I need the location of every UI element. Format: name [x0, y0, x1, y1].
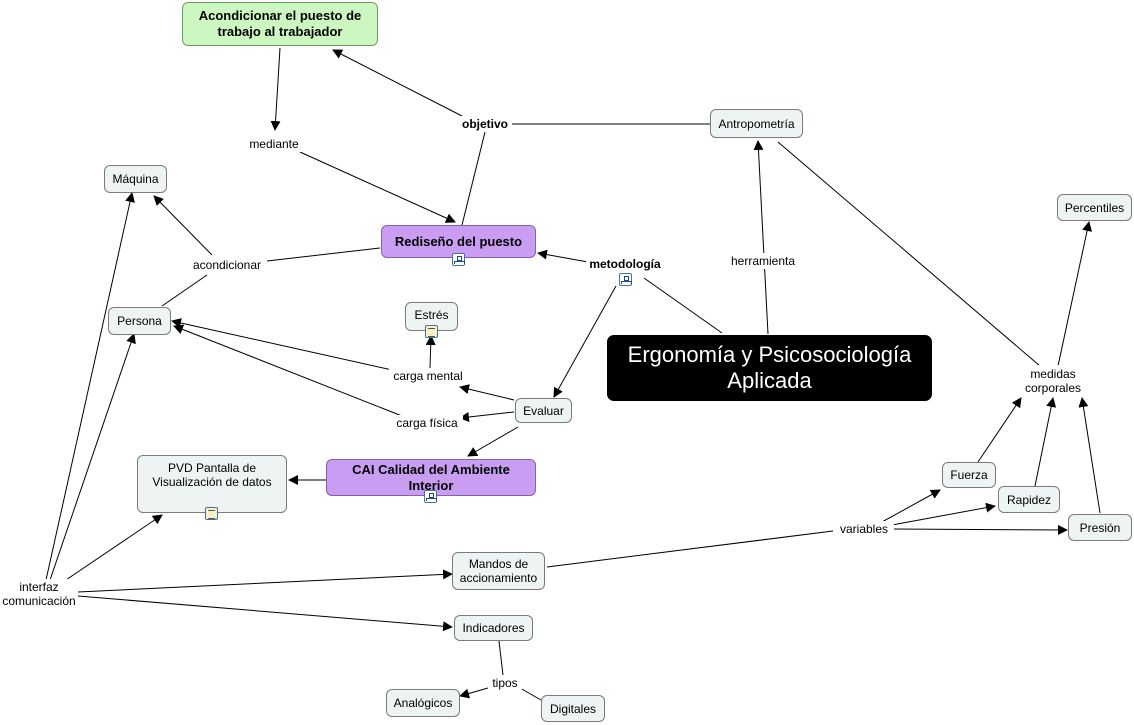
edge	[519, 687, 542, 701]
link-metodologia: metodología	[586, 256, 664, 272]
link-carga-mental: carga mental	[389, 368, 467, 384]
edge	[1057, 221, 1092, 367]
node-percentiles[interactable]: Percentiles	[1057, 194, 1132, 221]
edge	[425, 335, 436, 369]
node-label: Fuerza	[950, 468, 988, 482]
edge	[546, 530, 834, 568]
link-label: herramienta	[730, 254, 796, 268]
link-label: metodología	[589, 257, 661, 271]
link-label: mediante	[249, 137, 299, 151]
node-label: Percentiles	[1064, 200, 1125, 215]
edge	[461, 131, 486, 226]
link-objetivo: objetivo	[458, 116, 512, 132]
node-cai[interactable]: CAI Calidad del Ambiente Interior	[326, 459, 536, 496]
concept-map-icon[interactable]	[424, 490, 437, 503]
edge	[171, 318, 393, 371]
node-analogicos[interactable]: Analógicos	[386, 689, 460, 717]
link-label: acondicionar	[192, 258, 262, 272]
node-fuerza[interactable]: Fuerza	[942, 462, 996, 488]
node-label: Ergonomía y Psicosociología Aplicada	[627, 342, 912, 393]
edge	[977, 397, 1022, 463]
edge	[173, 324, 403, 417]
node-label: Estrés	[414, 308, 449, 322]
edge	[270, 47, 281, 131]
link-label: objetivo	[461, 117, 508, 131]
edge	[891, 524, 1068, 535]
concept-map-icon[interactable]	[619, 273, 632, 286]
node-label: Rediseño del puesto	[394, 233, 523, 249]
edge	[881, 489, 941, 523]
link-interfaz-comunicacion: interfaz comunicación	[0, 579, 78, 609]
link-acondicionar: acondicionar	[188, 257, 266, 273]
node-label: Mandos de accionamiento	[459, 557, 538, 585]
edge	[753, 140, 769, 335]
node-label: Analógicos	[393, 696, 453, 710]
edge	[537, 249, 589, 263]
edge	[299, 151, 456, 223]
link-variables: variables	[834, 521, 894, 537]
edge	[45, 192, 135, 581]
node-evaluar[interactable]: Evaluar	[515, 398, 572, 423]
edge	[59, 514, 163, 585]
concept-map-icon[interactable]	[452, 253, 465, 266]
node-label: Indicadores	[462, 621, 525, 635]
edge	[643, 277, 723, 334]
edge	[1078, 397, 1101, 514]
edge	[467, 426, 519, 457]
link-label: variables	[839, 522, 889, 536]
edge	[161, 274, 208, 307]
link-herramienta: herramienta	[727, 253, 799, 269]
edge	[553, 285, 617, 398]
node-indicadores[interactable]: Indicadores	[454, 615, 533, 641]
node-label: Persona	[117, 314, 162, 328]
edge	[153, 195, 213, 256]
node-label: Evaluar	[523, 403, 564, 418]
edge	[459, 384, 515, 401]
link-tipos: tipos	[488, 675, 522, 691]
node-maquina[interactable]: Máquina	[104, 165, 167, 193]
node-label: Máquina	[112, 172, 159, 186]
node-pvd[interactable]: PVD Pantalla de Visualización de datos	[137, 455, 287, 513]
node-label: Presión	[1079, 520, 1121, 535]
link-carga-fisica: carga física	[391, 415, 463, 431]
node-presion[interactable]: Presión	[1068, 514, 1132, 541]
link-label: carga mental	[393, 369, 463, 383]
node-label: Rapidez	[1006, 492, 1052, 507]
node-antropometria[interactable]: Antropometría	[710, 109, 803, 138]
node-label: Acondicionar el puesto de trabajo al tra…	[198, 8, 362, 39]
node-label: Antropometría	[718, 116, 795, 131]
edge	[459, 411, 515, 422]
edge	[266, 247, 381, 262]
edge	[49, 333, 136, 581]
node-acondicionar-puesto[interactable]: Acondicionar el puesto de trabajo al tra…	[182, 2, 378, 46]
node-digitales[interactable]: Digitales	[541, 695, 605, 722]
link-label: interfaz comunicación	[2, 580, 76, 608]
link-mediante: mediante	[246, 136, 302, 152]
edge	[332, 49, 463, 117]
edge	[777, 141, 1041, 367]
edge	[77, 569, 453, 593]
link-label: tipos	[492, 676, 518, 690]
node-mandos[interactable]: Mandos de accionamiento	[452, 552, 545, 590]
edge	[77, 595, 453, 632]
link-label: carga física	[396, 416, 458, 430]
edge	[498, 640, 504, 676]
edge	[1034, 397, 1057, 487]
node-persona[interactable]: Persona	[108, 307, 171, 335]
document-icon[interactable]	[425, 325, 438, 338]
node-rapidez[interactable]: Rapidez	[998, 486, 1060, 513]
node-ergonomia-main[interactable]: Ergonomía y Psicosociología Aplicada	[607, 335, 932, 401]
edge	[459, 687, 489, 699]
node-medidas-corporales[interactable]: medidas corporales	[1010, 365, 1096, 397]
node-label: Digitales	[549, 701, 597, 716]
node-label: medidas corporales	[1024, 367, 1082, 395]
node-label: PVD Pantalla de Visualización de datos	[152, 461, 272, 489]
edge	[891, 502, 996, 526]
node-rediseno[interactable]: Rediseño del puesto	[381, 225, 536, 258]
node-label: CAI Calidad del Ambiente Interior	[352, 461, 510, 493]
document-icon[interactable]	[205, 507, 218, 520]
